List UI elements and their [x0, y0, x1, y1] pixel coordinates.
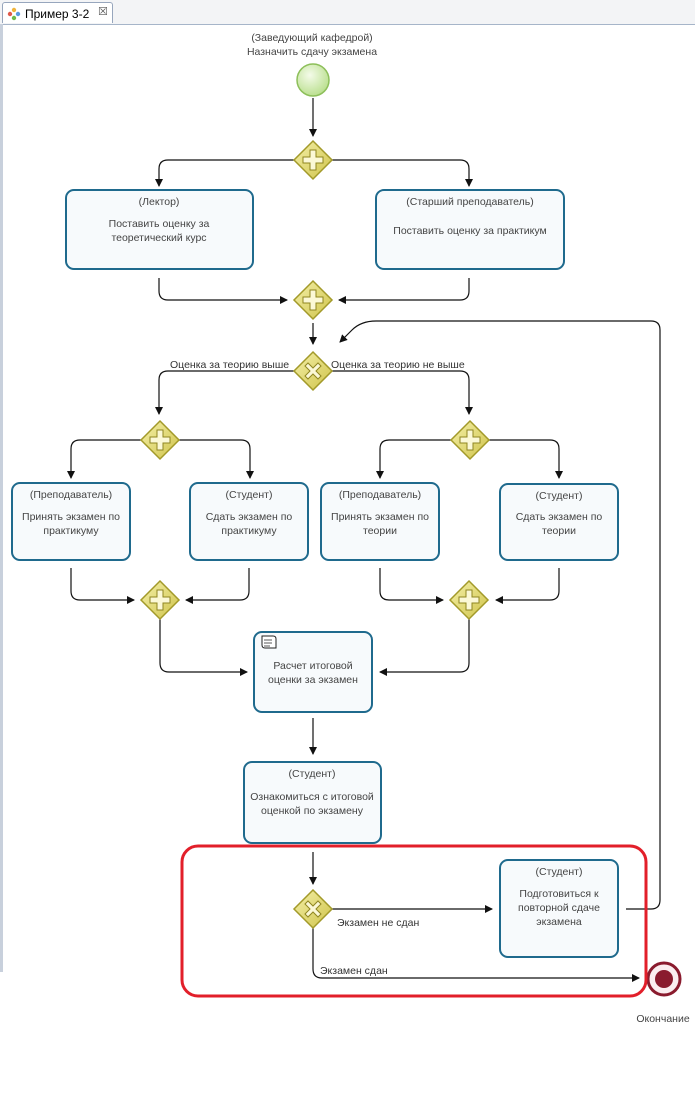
task-teacher-practicum-exam[interactable]: (Преподаватель) Принять экзамен по практ… — [11, 482, 131, 561]
start-event[interactable] — [296, 63, 330, 97]
task-review-final-grade[interactable]: (Студент) Ознакомиться с итоговой оценко… — [243, 761, 382, 844]
task-role: (Старший преподаватель) — [406, 196, 534, 208]
flow-label-exam-failed: Экзамен не сдан — [337, 917, 419, 929]
parallel-gateway-split-right[interactable] — [450, 420, 490, 460]
exclusive-gateway-theory[interactable] — [293, 351, 333, 391]
task-role: (Лектор) — [139, 196, 180, 208]
task-student-theory-exam[interactable]: (Студент) Сдать экзамен по теории — [499, 483, 619, 561]
task-label: Подготовиться к — [519, 888, 599, 900]
task-label: Поставить оценку за — [109, 218, 210, 230]
task-role: (Студент) — [289, 768, 336, 780]
task-label: оценкой по экзамену — [261, 805, 364, 817]
exclusive-gateway-exam-result[interactable] — [293, 889, 333, 929]
task-student-practicum-exam[interactable]: (Студент) Сдать экзамен по практикуму — [189, 482, 309, 561]
task-label: экзамена — [536, 916, 582, 928]
end-event[interactable] — [646, 961, 682, 997]
start-role: (Заведующий кафедрой) — [251, 32, 372, 44]
sequence-flows — [67, 98, 661, 982]
task-lecturer-grade[interactable]: (Лектор) Поставить оценку за теоретическ… — [65, 189, 254, 270]
editor-tab-bar: Пример 3-2 ☒ — [0, 0, 695, 25]
parallel-gateway-join-left[interactable] — [140, 580, 180, 620]
task-label: Принять экзамен по — [331, 511, 429, 523]
task-role: (Студент) — [536, 866, 583, 878]
tab-example-3-2[interactable]: Пример 3-2 ☒ — [2, 2, 113, 23]
task-label: Поставить оценку за практикум — [393, 225, 546, 237]
process-icon — [7, 7, 21, 26]
task-calculate-final-grade[interactable]: Расчет итоговой оценки за экзамен — [253, 631, 373, 713]
task-role: (Преподаватель) — [30, 489, 112, 501]
task-teacher-theory-exam[interactable]: (Преподаватель) Принять экзамен по теори… — [320, 482, 440, 561]
task-label: оценки за экзамен — [268, 674, 358, 686]
close-tab-icon[interactable]: ☒ — [98, 6, 108, 18]
parallel-gateway-join-right[interactable] — [449, 580, 489, 620]
end-event-label: Окончание — [636, 1013, 689, 1025]
tab-title: Пример 3-2 — [25, 7, 90, 21]
parallel-gateway-split-1[interactable] — [293, 140, 333, 180]
task-label: практикуму — [221, 525, 277, 537]
task-label: теории — [542, 525, 576, 537]
parallel-gateway-join-1[interactable] — [293, 280, 333, 320]
task-label: теории — [363, 525, 397, 537]
flow-label-theory-not-higher: Оценка за теорию не выше — [331, 359, 465, 371]
task-label: Принять экзамен по — [22, 511, 120, 523]
highlight-frame — [180, 844, 648, 998]
task-role: (Преподаватель) — [339, 489, 421, 501]
task-label: Ознакомиться с итоговой — [250, 791, 374, 803]
task-prepare-resit[interactable]: (Студент) Подготовиться к повторной сдач… — [499, 859, 619, 958]
task-role: (Студент) — [536, 490, 583, 502]
task-label: Расчет итоговой — [273, 660, 352, 672]
flow-label-exam-passed: Экзамен сдан — [320, 965, 388, 977]
task-label: теоретический курс — [111, 232, 206, 244]
flow-label-theory-higher: Оценка за теорию выше — [170, 359, 289, 371]
parallel-gateway-split-left[interactable] — [140, 420, 180, 460]
task-role: (Студент) — [226, 489, 273, 501]
task-label: Сдать экзамен по — [206, 511, 293, 523]
canvas-left-border — [0, 24, 3, 972]
task-label: практикуму — [43, 525, 99, 537]
task-senior-teacher-grade[interactable]: (Старший преподаватель) Поставить оценку… — [375, 189, 565, 270]
task-label: Сдать экзамен по — [516, 511, 603, 523]
script-task-icon — [261, 635, 277, 649]
start-name: Назначить сдачу экзамена — [247, 46, 377, 58]
task-label: повторной сдаче — [518, 902, 600, 914]
